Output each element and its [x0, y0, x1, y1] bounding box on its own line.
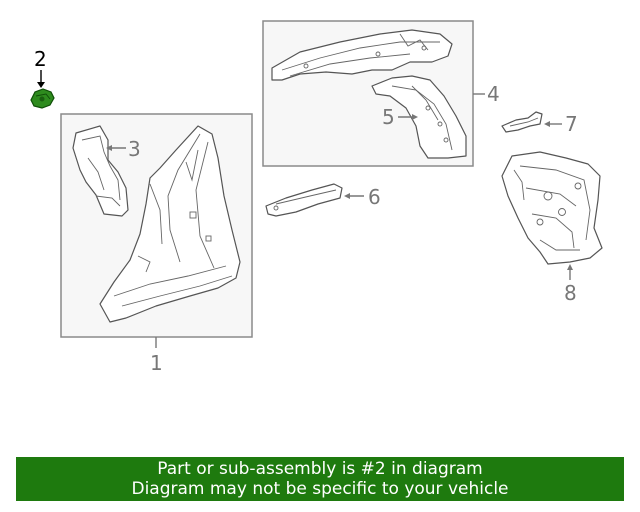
leader-5-arrow [412, 114, 418, 120]
info-banner: Part or sub-assembly is #2 in diagram Di… [16, 457, 624, 501]
part-5-pillar[interactable] [371, 75, 467, 159]
callout-6[interactable]: 6 [368, 185, 381, 209]
callout-5[interactable]: 5 [382, 105, 395, 129]
part-7-small-bracket[interactable] [501, 111, 543, 133]
part-8-extension-panel[interactable] [501, 151, 603, 265]
banner-line-2: Diagram may not be specific to your vehi… [131, 479, 509, 499]
leader-7-arrow [544, 121, 550, 127]
leader-3-arrow [106, 145, 112, 151]
part-1-inner-panel[interactable] [99, 125, 241, 323]
part-6-bracket[interactable] [265, 183, 343, 217]
callout-2[interactable]: 2 [34, 47, 47, 71]
callout-1[interactable]: 1 [150, 351, 163, 375]
callout-4[interactable]: 4 [487, 82, 500, 106]
leader-2-arrow [37, 82, 45, 88]
part-4-upper-rail[interactable] [271, 29, 453, 81]
callout-8[interactable]: 8 [564, 281, 577, 305]
callout-3[interactable]: 3 [128, 137, 141, 161]
leader-6-arrow [344, 193, 350, 199]
leader-8-arrow [567, 264, 573, 270]
part-3-reinforcement[interactable] [72, 125, 129, 217]
callout-7[interactable]: 7 [565, 112, 578, 136]
banner-line-1: Part or sub-assembly is #2 in diagram [157, 459, 483, 479]
part-2-clip[interactable] [30, 88, 55, 109]
